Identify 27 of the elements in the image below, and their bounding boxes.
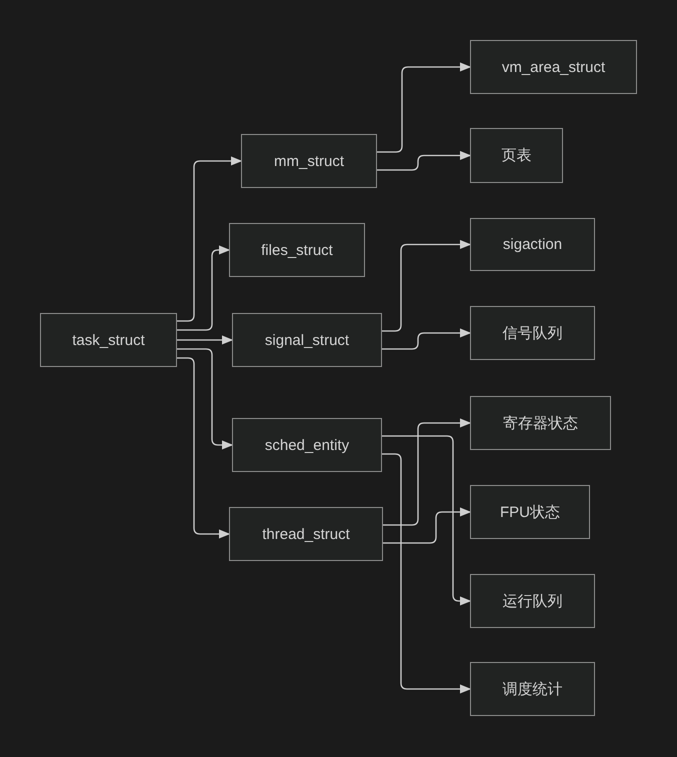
struct-box: mm_struct xyxy=(241,134,377,188)
arrow xyxy=(382,240,470,332)
arrow xyxy=(177,246,230,331)
struct-box: 调度统计 xyxy=(470,662,595,716)
arrow xyxy=(382,453,470,694)
arrow xyxy=(383,508,470,544)
arrow xyxy=(177,336,232,344)
arrow xyxy=(177,357,230,538)
struct-box: sched_entity xyxy=(232,418,382,472)
struct-box: vm_area_struct xyxy=(470,40,637,94)
arrow xyxy=(177,156,242,322)
arrow xyxy=(177,348,232,450)
struct-box: 信号队列 xyxy=(470,306,595,360)
struct-box: 页表 xyxy=(470,128,563,183)
arrow xyxy=(382,435,470,606)
struct-box: signal_struct xyxy=(232,313,382,367)
struct-box: 运行队列 xyxy=(470,574,595,628)
arrow xyxy=(377,151,470,171)
arrow xyxy=(383,418,470,526)
struct-box: 寄存器状态 xyxy=(470,396,611,450)
struct-box: sigaction xyxy=(470,218,595,271)
arrow xyxy=(382,328,470,350)
arrow xyxy=(377,62,470,153)
struct-box: files_struct xyxy=(229,223,365,277)
struct-box: thread_struct xyxy=(229,507,383,561)
struct-box: FPU状态 xyxy=(470,485,590,539)
struct-box: task_struct xyxy=(40,313,177,367)
